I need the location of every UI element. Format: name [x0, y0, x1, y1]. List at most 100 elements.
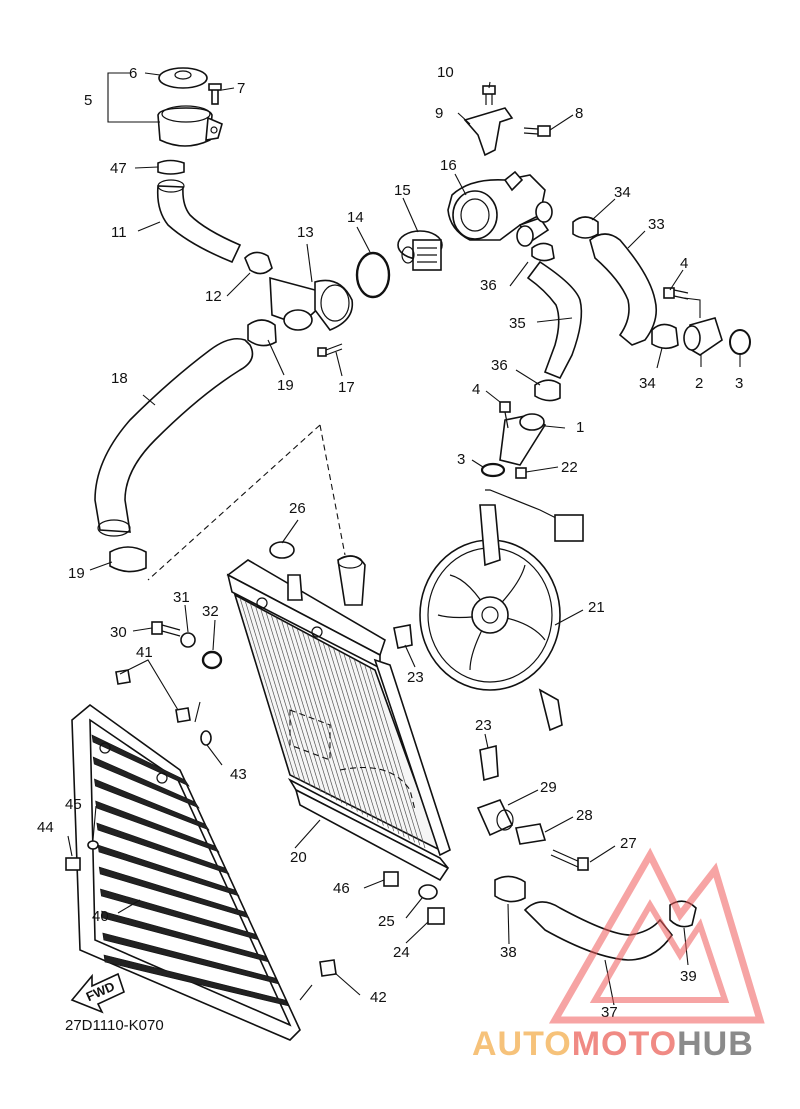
radiator-fin: [255, 606, 311, 787]
callout-29: 29: [540, 779, 557, 796]
fan-assembly-21: [419, 489, 584, 732]
callout-17: 17: [338, 379, 355, 396]
callout-8: 8: [575, 105, 583, 122]
callout-labels: 1 2 3 3 4 4 5 6 7 8 9 10 11 12 13 14 15 …: [37, 64, 743, 1021]
callout-34-upper: 34: [614, 184, 631, 201]
callout-1: 1: [576, 419, 584, 436]
bolt-24: [427, 907, 445, 925]
clamp-19-upper: [247, 319, 277, 347]
nut-23-lower: [479, 744, 499, 782]
radiator-fin: [302, 631, 358, 812]
callout-13: 13: [297, 224, 314, 241]
clamp-36-lower: [534, 379, 561, 402]
callout-41: 41: [136, 644, 153, 661]
bolt-4-center: [499, 401, 511, 429]
callout-21: 21: [588, 599, 605, 616]
radiator-fin: [286, 623, 343, 804]
watermark-logo-icon: [548, 847, 765, 1024]
callout-19-lower: 19: [68, 565, 85, 582]
damper-32: [201, 650, 223, 670]
fwd-arrow-icon: FWD: [70, 972, 125, 1014]
thermostat-cover-13: [269, 276, 354, 331]
thermostat-15: [397, 230, 443, 271]
callout-2: 2: [695, 375, 703, 392]
clamp-34-lower: [651, 323, 679, 350]
radiator-inlet-pipe: [337, 555, 366, 606]
callout-46: 46: [333, 880, 350, 897]
o-ring-3-center: [480, 462, 506, 478]
callout-15: 15: [394, 182, 411, 199]
grille-bar: [94, 778, 210, 831]
watermark-hub: HUB: [677, 1025, 754, 1063]
callout-7: 7: [237, 80, 245, 97]
watermark-text: AUTOMOTOHUB: [472, 1025, 754, 1063]
diagram-code: 27D1110-K070: [65, 1017, 164, 1034]
grille-bar: [98, 866, 250, 919]
radiator-fin: [333, 648, 389, 829]
clamp-34-upper: [572, 216, 599, 239]
callout-24: 24: [393, 944, 410, 961]
radiator-grille-40: [71, 703, 301, 1041]
radiator-fin: [244, 600, 301, 781]
clamp-38: [494, 875, 526, 903]
callout-27: 27: [620, 835, 637, 852]
grille-bar: [101, 910, 270, 963]
collar-31: [180, 632, 196, 648]
callout-9: 9: [435, 105, 443, 122]
radiator-20: [226, 559, 451, 882]
radiator-fin: [348, 656, 405, 837]
hose-18: [94, 337, 254, 533]
radiator-fin: [312, 637, 369, 818]
grille-bar: [100, 888, 260, 941]
callout-45: 45: [65, 796, 82, 813]
leader-lines: [67, 72, 741, 1006]
callout-28: 28: [576, 807, 593, 824]
radiator-cap-assembly: [157, 67, 223, 175]
o-ring-3-right: [729, 329, 751, 355]
radiator-fin: [317, 639, 374, 821]
filler-26: [269, 541, 295, 559]
callout-36-lower: 36: [491, 357, 508, 374]
callout-42: 42: [370, 989, 387, 1006]
pipe-1: [499, 413, 547, 466]
radiator-fin: [260, 609, 317, 790]
callout-36-upper: 36: [480, 277, 497, 294]
callout-25: 25: [378, 913, 395, 930]
bolt-4-right: [663, 287, 689, 300]
callout-19-upper: 19: [277, 377, 294, 394]
fitting-2: [683, 317, 723, 356]
grille-bar: [103, 954, 290, 1007]
radiator-fin: [281, 620, 337, 801]
clamp-36-upper: [531, 242, 555, 262]
pad-42: [319, 959, 337, 977]
hose-35: [526, 260, 583, 380]
callout-39: 39: [680, 968, 697, 985]
clamp-19-lower: [109, 546, 147, 573]
radiator-fin: [359, 662, 415, 843]
pad-41-a: [115, 669, 131, 685]
o-ring-14: [355, 251, 391, 299]
radiator-fin: [239, 597, 296, 779]
callout-34-lower: 34: [639, 375, 656, 392]
grille-bar: [96, 822, 230, 875]
bolt-27: [550, 849, 589, 871]
bolt-10: [482, 85, 496, 105]
callout-14: 14: [347, 209, 364, 226]
pad-41-b: [175, 707, 191, 723]
grille-bar: [92, 756, 200, 809]
radiator-fin: [265, 611, 322, 793]
thermostat-housing-16: [447, 170, 553, 247]
grille-bar: [95, 800, 220, 853]
radiator-fin: [338, 651, 395, 832]
watermark-auto: AUTO: [472, 1025, 572, 1063]
callout-10: 10: [437, 64, 454, 81]
grille-bar: [102, 932, 280, 985]
callout-30: 30: [110, 624, 127, 641]
callout-20: 20: [290, 849, 307, 866]
radiator-fin: [369, 667, 426, 849]
callout-23-lower: 23: [475, 717, 492, 734]
callout-47: 47: [110, 160, 127, 177]
hose-33: [589, 233, 658, 346]
